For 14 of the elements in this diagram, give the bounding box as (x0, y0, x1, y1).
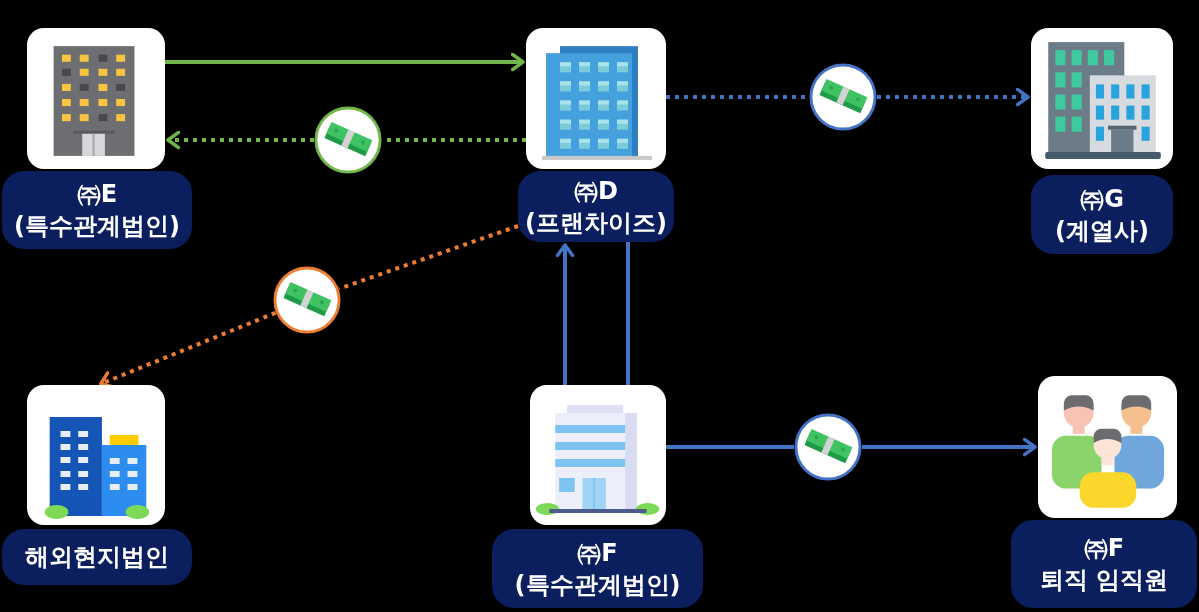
label-box: ㈜E (특수관계법인) (2, 171, 192, 249)
arrow (862, 437, 1037, 457)
arrow (877, 87, 1030, 107)
connector-line (338, 224, 519, 291)
label-box: ㈜F 퇴직 임직원 (1011, 520, 1197, 608)
label-box: ㈜D (프랜차이즈) (518, 171, 674, 242)
label-box: ㈜F (특수관계법인) (492, 529, 703, 608)
connector-line (666, 445, 794, 449)
arrow (555, 243, 575, 385)
arrow (165, 52, 525, 72)
connector-line (626, 242, 630, 385)
arrow (166, 130, 314, 150)
label-box: 해외현지법인 (2, 529, 192, 585)
label-box: ㈜G (계열사) (1031, 175, 1173, 254)
